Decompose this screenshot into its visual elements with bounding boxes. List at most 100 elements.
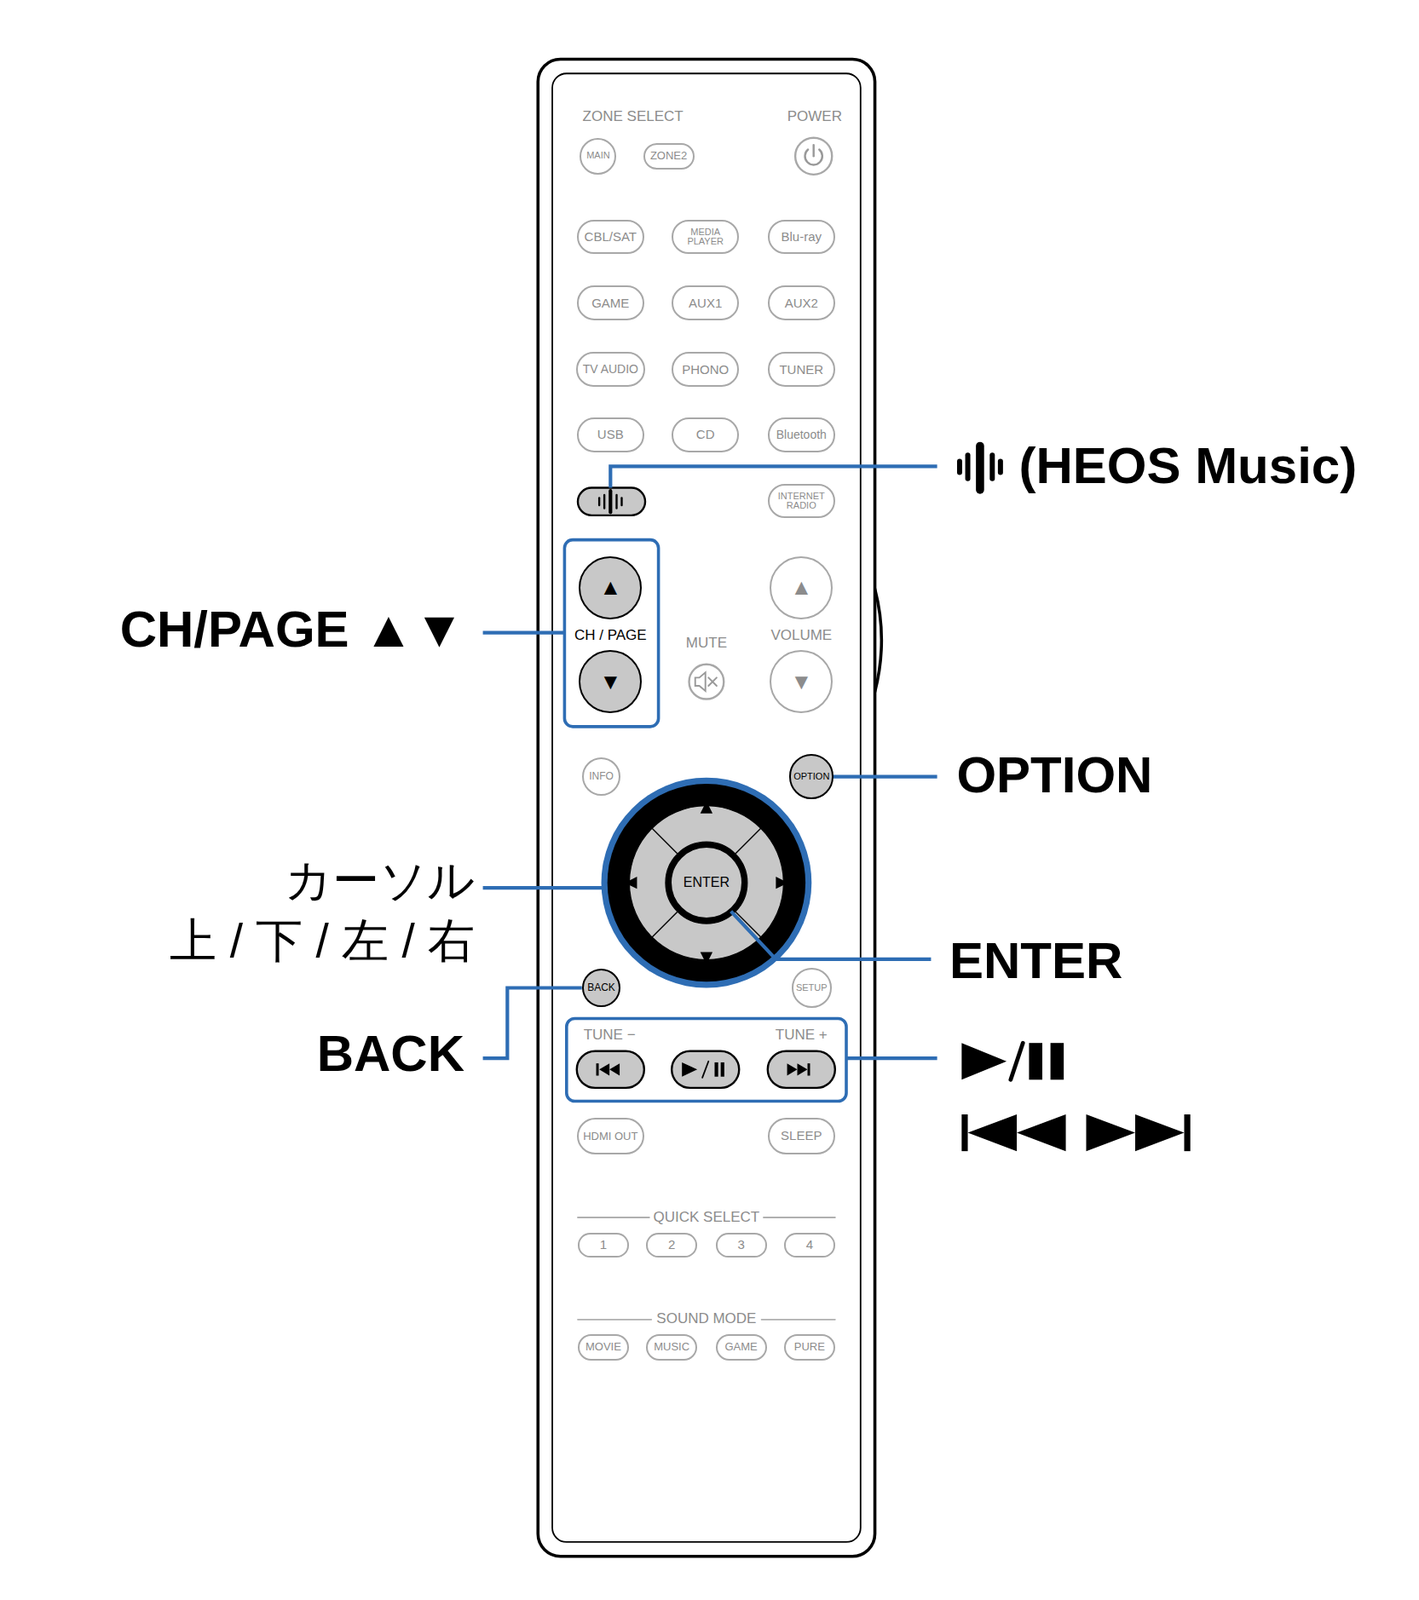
heos-symbol (959, 445, 1001, 491)
remote-body (537, 58, 875, 1557)
round-button: ▲ (769, 556, 833, 620)
group-label: TUNE − (583, 1027, 636, 1045)
button-text: SLEEP (780, 1129, 822, 1143)
group-label: POWER (787, 109, 843, 126)
dpad (607, 784, 806, 982)
leader-line (483, 466, 938, 1059)
button-text: 3 (737, 1238, 745, 1252)
group-rule (577, 1217, 836, 1321)
pill-button: 4 (784, 1233, 836, 1258)
mute-button (689, 664, 725, 700)
button-text: GAME (591, 296, 629, 311)
button-text: ▼ (790, 670, 813, 694)
mute-icon (695, 672, 706, 692)
power-button (795, 138, 832, 175)
button-text: AUX2 (784, 296, 819, 311)
button-text: PURE (794, 1341, 825, 1354)
button-text: HDMI OUT (582, 1130, 638, 1143)
group-label: VOLUME (770, 628, 832, 645)
pill-button: GAME (715, 1334, 768, 1362)
button-text: 2 (668, 1238, 675, 1252)
button-text: CD (696, 427, 716, 442)
pill-button: MEDIA PLAYER (671, 219, 739, 255)
callout-label: OPTION (956, 747, 1153, 804)
button-text: Blu-ray (781, 230, 823, 244)
button-text: INTERNET RADIO (769, 491, 834, 511)
pill-button: TUNER (767, 351, 836, 387)
pill-button: AUX1 (671, 285, 739, 321)
pill-button: SLEEP (767, 1118, 836, 1155)
button-text: GAME (724, 1341, 757, 1354)
button-text: ZONE2 (650, 149, 687, 162)
group-label: MUTE (686, 635, 727, 652)
button-text: ENTER (683, 876, 730, 891)
pill-button: PURE (784, 1334, 836, 1362)
button-text: USB (597, 427, 624, 442)
pill-button: MUSIC (646, 1334, 698, 1362)
pill-button: Blu-ray (767, 219, 836, 255)
button-text: 1 (599, 1238, 607, 1252)
dpad-arrows (624, 801, 789, 965)
group-label: CH / PAGE (574, 628, 647, 645)
button-text: Bluetooth (776, 428, 827, 442)
pill-button: HDMI OUT (576, 1118, 645, 1155)
remote-inner-edge (552, 73, 861, 1543)
dpad-keys (628, 806, 784, 961)
button-text: ▼ (599, 670, 622, 694)
heos-icon (599, 490, 622, 513)
group-label: TUNE + (775, 1027, 828, 1045)
button-text: TV AUDIO (582, 363, 639, 376)
enter-ring (666, 842, 746, 923)
button-text: CBL/SAT (584, 230, 637, 244)
pill-button: USB (576, 417, 645, 453)
power-icon (812, 144, 814, 156)
pill-button: CBL/SAT (576, 219, 645, 255)
group-label: ZONE SELECT (582, 109, 684, 126)
button-text: PHONO (681, 363, 729, 377)
pill-button: AUX2 (767, 285, 836, 321)
pill-button: 1 (577, 1233, 629, 1258)
skip-symbol (961, 1114, 1190, 1152)
pill-button: PHONO (671, 351, 739, 387)
button-text: AUX1 (688, 296, 722, 311)
callout-label: 上 / 下 / 左 / 右 (169, 915, 475, 968)
button-text: OPTION (793, 772, 830, 783)
pill-button: MOVIE (577, 1334, 629, 1362)
button-text: MEDIA PLAYER (673, 227, 738, 247)
pill-button: CD (671, 417, 739, 453)
pill-button: ZONE2 (643, 143, 695, 170)
button-text: 4 (806, 1238, 814, 1252)
transport-keys (576, 1051, 836, 1089)
round-button: OPTION (789, 754, 834, 799)
round-button: ▲ (578, 556, 642, 620)
button-text: MAIN (586, 150, 611, 162)
pill-button: 2 (646, 1233, 698, 1258)
highlight-frame (564, 540, 658, 727)
button-text: SETUP (796, 983, 828, 994)
callout-label: CH/PAGE ▲▼ (120, 601, 465, 658)
button-text: MUSIC (653, 1341, 690, 1354)
callout-label: カーソル (284, 854, 475, 907)
group-label: QUICK SELECT (653, 1210, 761, 1227)
mute-icon (708, 677, 717, 687)
round-button: ENTER (669, 846, 744, 920)
pill-button: 3 (715, 1233, 768, 1258)
button-text: ▲ (790, 576, 813, 600)
pill-button: TV AUDIO (576, 351, 646, 387)
dpad-ring (601, 778, 813, 989)
callout-label: (HEOS Music) (1018, 438, 1357, 495)
group-label: SOUND MODE (656, 1311, 756, 1328)
round-button: MAIN (579, 138, 617, 175)
pill-button: INTERNET RADIO (767, 484, 836, 520)
callout-label: BACK (317, 1026, 465, 1083)
highlight-frame (566, 1018, 847, 1102)
play-pause-symbol (961, 1043, 1064, 1080)
button-text: BACK (587, 982, 616, 994)
pill-button: GAME (576, 285, 645, 321)
pill-button: Bluetooth (767, 417, 836, 453)
button-text: INFO (588, 771, 614, 783)
button-text: MOVIE (585, 1341, 622, 1354)
round-button: SETUP (791, 968, 832, 1009)
callout-label: ENTER (949, 933, 1123, 990)
button-text: ▲ (599, 576, 622, 600)
